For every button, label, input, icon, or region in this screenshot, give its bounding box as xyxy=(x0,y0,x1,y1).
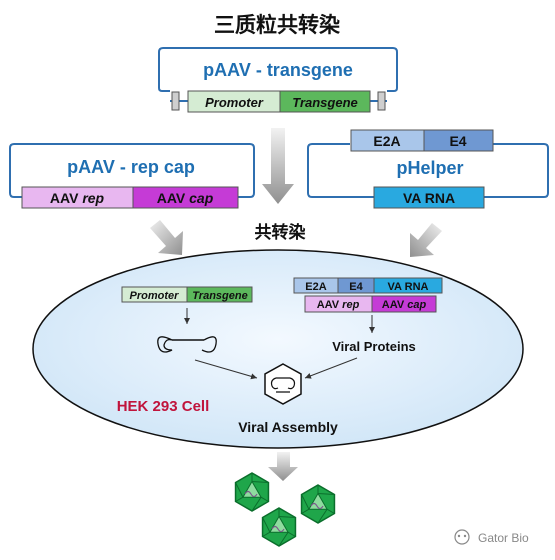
e2a-label: E2A xyxy=(373,133,400,149)
aav-virion xyxy=(300,484,336,524)
cell-cap-label: AAV cap xyxy=(382,299,427,311)
cell-transgene-box xyxy=(186,286,253,303)
diagram-title: 三质粒共转染 xyxy=(214,13,340,37)
cap-label: AAV cap xyxy=(157,190,214,206)
cotransfection-label: 共转染 xyxy=(255,222,306,243)
packaged-genome xyxy=(270,377,296,393)
arrow-down-left xyxy=(150,220,183,255)
cap-box xyxy=(132,186,239,209)
cell-promoter-label: Promoter xyxy=(130,290,180,302)
aav-virion xyxy=(234,472,270,512)
plasmid-transgene-name: pAAV - transgene xyxy=(203,60,353,80)
arrow-down-right xyxy=(410,223,442,257)
cell-varna-box xyxy=(373,277,443,294)
rep-label: AAV rep xyxy=(50,190,105,206)
cell-e2a-label: E2A xyxy=(305,281,326,293)
itr-left xyxy=(171,91,180,111)
itr-hairpin-left xyxy=(157,336,173,353)
arrow-genome-to-assembly xyxy=(194,359,258,380)
plasmid-helper-name: pHelper xyxy=(396,158,463,178)
arrow-down-bottom xyxy=(268,452,298,481)
cell-varna-label: VA RNA xyxy=(388,281,429,293)
itr-right xyxy=(377,91,386,111)
promoter-label: Promoter xyxy=(205,95,264,110)
wechat-icon xyxy=(454,529,470,545)
varna-label: VA RNA xyxy=(403,190,455,206)
transgene-label: Transgene xyxy=(292,95,358,110)
watermark-text: Gator Bio xyxy=(478,531,529,545)
viral-proteins-label: Viral Proteins xyxy=(332,339,416,354)
plasmid-transgene: pAAV - transgene Promoter Transgene xyxy=(158,47,398,113)
cell-e4-label: E4 xyxy=(349,281,363,293)
varna-box xyxy=(373,186,485,209)
plasmid-repcap: pAAV - rep cap AAV rep AAV cap xyxy=(9,143,255,209)
cell-label: HEK 293 Cell xyxy=(117,398,210,415)
e4-box xyxy=(423,129,494,152)
itr-hairpin-right xyxy=(201,336,217,353)
watermark: Gator Bio xyxy=(454,529,529,545)
plasmid-helper: pHelper E2A E4 VA RNA xyxy=(307,129,549,209)
cell-cap-box xyxy=(371,295,437,313)
aav-virions xyxy=(234,472,336,547)
viral-assembly-label: Viral Assembly xyxy=(238,419,338,435)
arrow-proteins-to-assembly xyxy=(304,357,358,379)
transgene-box xyxy=(279,90,371,113)
aav-virion xyxy=(261,507,297,547)
arrow-down-center xyxy=(262,128,294,204)
plasmid-repcap-name: pAAV - rep cap xyxy=(67,157,195,177)
cell-rep-label: AAV rep xyxy=(317,299,360,311)
capsid-hexagon xyxy=(264,363,302,405)
e4-label: E4 xyxy=(449,133,466,149)
cell-transgene-label: Transgene xyxy=(192,290,247,302)
hek293-cell: Promoter Transgene E2A E4 VA RNA AAV rep… xyxy=(32,249,524,449)
